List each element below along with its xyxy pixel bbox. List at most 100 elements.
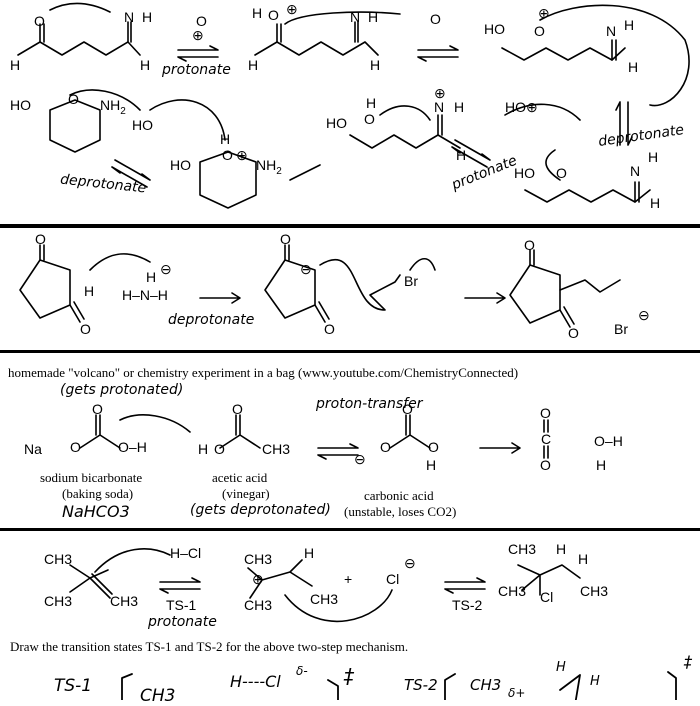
atom-o-s2-5: O	[524, 237, 535, 253]
base-amide: H–N–H	[122, 287, 168, 303]
atom-h-7: H	[624, 17, 635, 33]
atom-ho-3: HO	[484, 21, 505, 37]
atom-o-1: O	[34, 13, 45, 29]
atom-o-s2-2: O	[80, 321, 91, 337]
enolate-charge: ⊖	[300, 261, 312, 277]
plus-sign: +	[344, 571, 353, 587]
cation-h: H	[304, 545, 315, 561]
chain-molecule-5	[524, 189, 651, 203]
ring-enolate	[264, 259, 316, 319]
atom-nh2-ring-2: NH2	[256, 157, 282, 177]
atom-h-chain-4: H	[366, 95, 377, 111]
note-gets-protonated: (gets protonated)	[60, 382, 184, 398]
atom-h-3: H	[10, 57, 21, 73]
atom-h-6: H	[248, 57, 259, 73]
base-h-top: H	[146, 269, 157, 285]
chloride-charge: ⊖	[404, 555, 416, 571]
answer-ts2-delta: δ+	[508, 686, 526, 700]
atom-n-chain-5: N	[630, 163, 641, 179]
note-proton-transfer: proton-transfer	[316, 396, 423, 412]
atom-ho-chain-4: HO	[326, 115, 347, 131]
carbonic-o-top: O	[402, 401, 413, 417]
volcano-heading: homemade "volcano" or chemistry experime…	[8, 365, 519, 380]
co2-bonds	[543, 419, 549, 459]
product-ch3-3: CH3	[580, 583, 609, 599]
atom-n-chain-4: N	[434, 99, 445, 115]
cation-ch3-3: CH3	[310, 591, 339, 607]
answer-ts1-hcl: H----Cl	[230, 672, 281, 691]
acetic-common: (vinegar)	[222, 486, 270, 501]
ts1-bracket-right	[327, 679, 339, 700]
bromide-charge: ⊖	[638, 307, 650, 323]
chloroalkane-bonds	[517, 564, 581, 596]
product-cl: Cl	[540, 589, 554, 605]
chain-molecule-3	[501, 47, 626, 61]
atom-ho-water-3: HO	[132, 117, 154, 133]
plus-2: ⊕	[286, 1, 298, 17]
ring-cyclopentanedione-1	[19, 259, 71, 319]
chloride-label: Cl	[386, 571, 400, 587]
section-divider-1	[0, 224, 700, 228]
alkene-bonds	[69, 564, 113, 599]
atom-ho-chain-5: HO	[514, 165, 535, 181]
atom-n-3: N	[606, 23, 617, 39]
plus-ring-2: ⊕	[236, 147, 248, 163]
water-h: H	[596, 457, 607, 473]
answer-ts2-dagger: ‡	[684, 652, 692, 671]
atom-o-2: O	[268, 7, 279, 23]
cation-ch3-1: CH3	[244, 551, 273, 567]
atom-ho-ring-2: HO	[170, 157, 191, 173]
atom-n-1: N	[124, 9, 135, 25]
acetic-acid-bonds	[219, 414, 261, 449]
sodium-ion: Na	[24, 441, 42, 457]
plus-water: ⊕	[192, 27, 204, 43]
ts1-bracket	[121, 673, 133, 700]
plus-3: ⊕	[538, 5, 550, 21]
atom-h-1: H	[142, 9, 153, 25]
answer-ts1-label: TS-1	[54, 676, 93, 696]
atom-h-5: H	[370, 57, 381, 73]
answer-ts2-h1: H	[556, 660, 566, 675]
bicarb-name: sodium bicarbonate	[40, 470, 143, 485]
answer-ts1-dagger: ‡	[344, 664, 354, 688]
product-h-1: H	[556, 541, 567, 557]
ts1-label: TS-1	[166, 597, 197, 613]
bicarb-oh: O–H	[118, 439, 147, 455]
atom-nh2-ring: NH2	[100, 97, 126, 117]
alkene-ch3-2: CH3	[44, 593, 73, 609]
atom-h-s2: H	[84, 283, 95, 299]
acetic-o-top: O	[232, 401, 243, 417]
ring-hemiaminal-1	[49, 99, 101, 153]
carbonic-note: (unstable, loses CO2)	[344, 504, 457, 519]
cation-plus: ⊕	[252, 571, 264, 587]
atom-ho-ring: HO	[10, 97, 31, 113]
ts2-bracket-right	[667, 671, 677, 700]
atom-h-o2: H	[252, 5, 263, 21]
chain-molecule-4	[349, 134, 461, 149]
atom-n-2: N	[350, 9, 361, 25]
atom-o-chain-4: O	[364, 111, 375, 127]
atom-h-chain-4c: H	[456, 147, 467, 163]
atom-o-ring: O	[68, 91, 79, 107]
atom-o-ring-2: O	[222, 147, 233, 163]
atom-h-4: H	[368, 9, 379, 25]
acetic-ch3: CH3	[262, 441, 291, 457]
atom-h-chain-5b: H	[650, 195, 661, 211]
atom-o-s2-4: O	[324, 321, 335, 337]
ts2-bracket	[444, 673, 456, 700]
bicarbonate-bonds	[79, 414, 121, 449]
atom-o-s2-3: O	[280, 231, 291, 247]
atom-h-chain-5: H	[648, 149, 659, 165]
atom-h-8: H	[628, 59, 639, 75]
note-deprotonate-3: deprotonate	[168, 312, 255, 328]
cation-ch3-2: CH3	[244, 597, 273, 613]
atom-o-s2-6: O	[568, 325, 579, 341]
bicarb-common: (baking soda)	[62, 486, 134, 501]
product-ch3-2: CH3	[498, 583, 527, 599]
atom-o-water-2: O	[430, 11, 441, 27]
answer-ts2-h2: H	[590, 674, 600, 689]
atom-h-ring-2: H	[220, 131, 231, 147]
answer-ts1-delta: δ-	[296, 664, 308, 678]
alkene-ch3-1: CH3	[44, 551, 73, 567]
